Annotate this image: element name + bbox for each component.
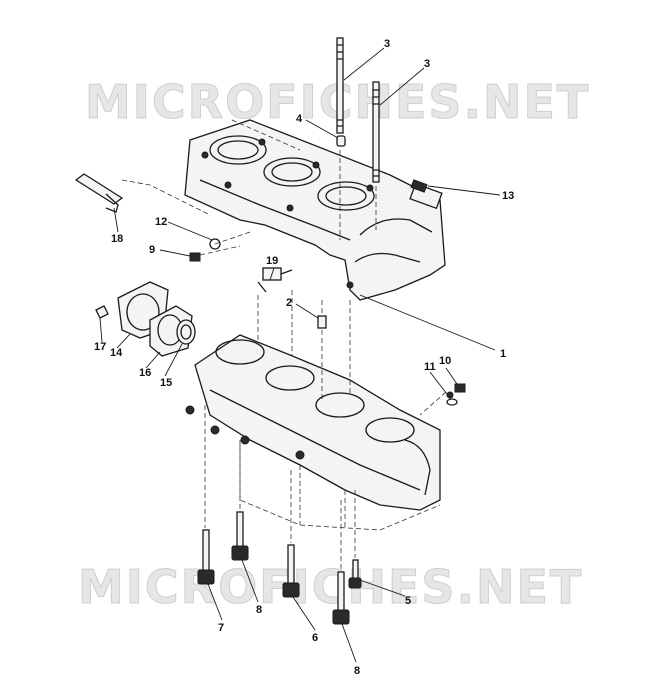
callout-12: 12 xyxy=(155,216,167,228)
watermark-bottom: MICROFICHES.NET xyxy=(78,560,583,614)
callout-18: 18 xyxy=(111,233,123,245)
lower-crankcase xyxy=(185,334,454,531)
callout-3a: 3 xyxy=(384,38,390,50)
assembly-lines xyxy=(121,119,447,570)
callout-11: 11 xyxy=(424,361,436,373)
callout-2: 2 xyxy=(286,297,292,309)
callout-5: 5 xyxy=(405,595,411,607)
callout-19: 19 xyxy=(266,255,278,267)
callout-labels: 3 3 4 13 18 12 9 19 2 1 17 14 16 15 10 1… xyxy=(94,38,514,677)
callout-14: 14 xyxy=(110,347,123,359)
callout-16: 16 xyxy=(139,367,151,379)
callout-4: 4 xyxy=(296,113,303,125)
callout-leaders xyxy=(99,47,501,663)
callout-15: 15 xyxy=(160,377,172,389)
long-studs xyxy=(336,37,380,183)
upper-crankcase xyxy=(184,119,446,301)
callout-10: 10 xyxy=(439,355,451,367)
bottom-bolts xyxy=(197,511,362,625)
callout-1: 1 xyxy=(500,348,506,360)
small-parts-upper xyxy=(74,173,466,406)
callout-6: 6 xyxy=(312,632,318,644)
callout-8b: 8 xyxy=(354,665,360,677)
callout-3b: 3 xyxy=(424,58,430,70)
callout-17: 17 xyxy=(94,341,106,353)
callout-7: 7 xyxy=(218,622,224,634)
callout-8a: 8 xyxy=(256,604,262,616)
callout-9: 9 xyxy=(149,244,155,256)
callout-13: 13 xyxy=(502,190,514,202)
cover-parts xyxy=(95,281,196,357)
